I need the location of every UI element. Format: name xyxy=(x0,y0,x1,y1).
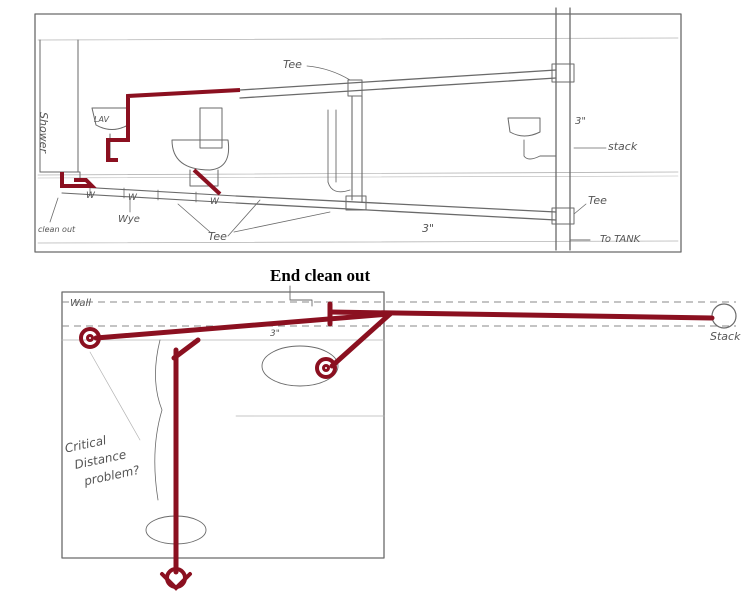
shower-red-line xyxy=(60,172,97,188)
end-clean-out-pointer xyxy=(289,285,313,307)
red-shower-drain-dot xyxy=(86,334,94,342)
ceiling-line xyxy=(37,37,679,41)
red-main-run xyxy=(93,311,393,341)
clean-out-label: clean out xyxy=(38,225,76,234)
plan-stack-label: Stack xyxy=(710,330,741,343)
toilet-bowl xyxy=(171,139,230,171)
lower-main-top xyxy=(235,195,557,213)
lower-fittings xyxy=(89,185,197,203)
plan-view: End clean out Wall 3" Stack Critical Dis… xyxy=(61,266,741,591)
pipe-size-label: 3" xyxy=(270,329,280,339)
floor-line-2 xyxy=(37,175,679,179)
three-inch-bottom-label: 3" xyxy=(422,222,434,235)
wall-label: Wall xyxy=(70,298,91,309)
stack-pipe xyxy=(555,7,571,251)
w-label-1: W xyxy=(86,191,96,201)
elevation-frame xyxy=(34,13,682,253)
w-label-2: W xyxy=(128,193,138,203)
kitchen-drop xyxy=(327,109,337,183)
to-tank-label: To TANK xyxy=(600,234,642,245)
right-sink-trap xyxy=(523,139,557,160)
upper-tee-fitting xyxy=(347,79,363,97)
right-sink xyxy=(507,117,541,137)
w-label-3: W xyxy=(210,197,220,207)
tee-right-label: Tee xyxy=(588,194,607,207)
stack-upper-tee xyxy=(551,63,575,83)
red-toilet-drain xyxy=(315,357,337,379)
red-bottom-arrow xyxy=(160,572,192,591)
plan-marker-overlay xyxy=(79,301,715,591)
critical-distance-note: Critical Distance problem? xyxy=(64,428,142,491)
tee-top-label: Tee xyxy=(283,58,302,71)
floor-line xyxy=(37,171,679,176)
upper-branch-top xyxy=(239,69,557,91)
stack-label: stack xyxy=(608,140,638,153)
plan-toilet xyxy=(261,345,339,387)
lower-main-bottom xyxy=(235,202,557,221)
red-toilet-branch xyxy=(329,311,393,369)
upper-branch-bottom xyxy=(239,77,557,99)
toilet-base xyxy=(189,169,219,187)
tee-bottom-label: Tee xyxy=(208,230,227,243)
plan-stack-circle xyxy=(711,303,737,329)
shower-walls xyxy=(39,39,79,173)
end-clean-out-heading: End clean out xyxy=(270,266,370,285)
tee-top-arrow xyxy=(306,65,351,81)
red-toilet-drain-dot xyxy=(322,364,330,372)
tee-right-arrow xyxy=(573,203,587,215)
plan-diagonal xyxy=(89,351,141,441)
ground-line xyxy=(37,240,679,244)
mid-vertical-pipe xyxy=(351,95,363,203)
tee-bottom-arrows xyxy=(177,199,331,237)
lower-main-left-2 xyxy=(61,192,237,204)
plan-room-frame xyxy=(61,291,385,559)
kitchen-trap xyxy=(327,181,351,193)
red-main-to-stack xyxy=(327,309,715,321)
red-shower-drain xyxy=(79,327,101,349)
stack-lower-tee xyxy=(551,207,575,225)
mid-lower-fitting xyxy=(345,195,367,211)
shower-base xyxy=(39,171,81,179)
lav-label: LAV xyxy=(94,115,110,124)
toilet-red-line xyxy=(192,168,222,196)
toilet-tank xyxy=(199,107,223,149)
elevation-marker-overlay xyxy=(60,88,241,196)
shower-label: Shower xyxy=(37,112,50,154)
lav-vent-red-line xyxy=(106,88,241,162)
clean-out-arrow xyxy=(49,197,59,223)
elevation-view: Shower LAV Tee 3" stack Tee 3" To TANK c… xyxy=(34,7,682,253)
wye-label: Wye xyxy=(118,214,140,225)
three-inch-top-label: 3" xyxy=(575,116,586,127)
critical-distance-squiggle xyxy=(154,339,163,501)
